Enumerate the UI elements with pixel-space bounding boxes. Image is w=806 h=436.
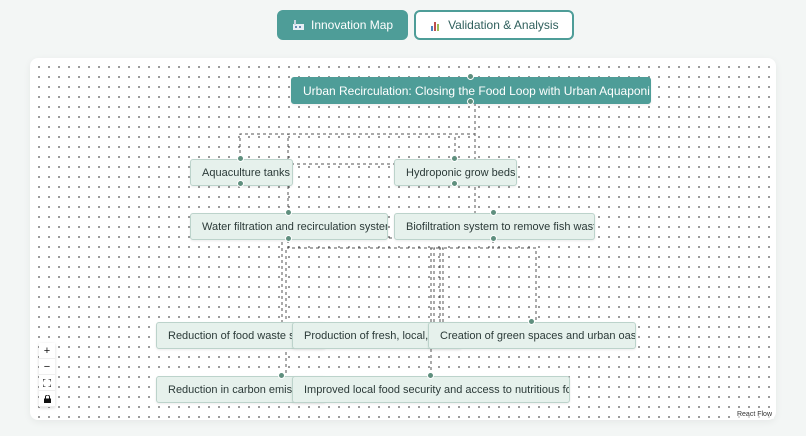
flow-controls: + −	[39, 343, 55, 407]
edge	[287, 240, 432, 378]
lock-icon	[43, 394, 51, 403]
tab-label: Validation & Analysis	[448, 18, 559, 32]
node-label: Production of fresh, local, and sustaina…	[304, 329, 461, 342]
edge	[454, 103, 476, 159]
node-handle-source[interactable]	[237, 180, 244, 187]
node-biofiltration[interactable]: Biofiltration system to remove fish wast…	[394, 213, 595, 240]
node-green-spaces[interactable]: Creation of green spaces and urban oases	[428, 322, 636, 349]
zoom-in-button[interactable]: +	[39, 343, 55, 359]
node-label: Hydroponic grow beds	[406, 166, 516, 179]
node-handle-target[interactable]	[285, 209, 292, 216]
edge	[239, 103, 476, 159]
node-label: Aquaculture tanks	[202, 166, 291, 179]
tab-innovation-map[interactable]: Innovation Map	[277, 10, 409, 40]
lock-button[interactable]	[39, 391, 55, 407]
node-handle-source[interactable]	[285, 235, 292, 242]
node-handle-target[interactable]	[528, 318, 535, 325]
edge	[439, 240, 494, 322]
node-handle-target[interactable]	[427, 372, 434, 379]
edge	[287, 103, 476, 213]
node-handle-source[interactable]	[451, 180, 458, 187]
node-food-security[interactable]: Improved local food security and access …	[292, 376, 570, 403]
view-tabs: Innovation Map Validation & Analysis	[277, 10, 574, 40]
fit-view-icon	[43, 378, 51, 387]
node-label: Urban Recirculation: Closing the Food Lo…	[303, 83, 651, 98]
node-label: Creation of green spaces and urban oases	[440, 329, 636, 342]
factory-icon	[292, 19, 304, 31]
node-handle-source[interactable]	[467, 98, 474, 105]
edge	[492, 240, 537, 322]
tab-validation-analysis[interactable]: Validation & Analysis	[414, 10, 574, 40]
react-flow-attribution[interactable]: React Flow	[734, 410, 774, 419]
zoom-out-button[interactable]: −	[39, 359, 55, 375]
node-handle-target[interactable]	[278, 372, 285, 379]
node-handle-source[interactable]	[490, 235, 497, 242]
bar-chart-icon	[429, 19, 441, 31]
edge	[287, 240, 444, 322]
node-label: Reduction of food waste sent to landfill…	[168, 329, 325, 342]
node-label: Water filtration and recirculation syste…	[202, 220, 388, 233]
node-handle-target[interactable]	[237, 155, 244, 162]
fit-view-button[interactable]	[39, 375, 55, 391]
node-handle-target[interactable]	[451, 155, 458, 162]
node-label: Improved local food security and access …	[304, 383, 570, 396]
tab-label: Innovation Map	[311, 18, 394, 32]
node-handle-target[interactable]	[467, 73, 474, 80]
edge	[433, 240, 494, 322]
edge	[285, 240, 289, 378]
node-label: Reduction in carbon emissions from food …	[168, 383, 325, 396]
node-water-filtration[interactable]: Water filtration and recirculation syste…	[190, 213, 388, 240]
node-label: Biofiltration system to remove fish wast…	[406, 220, 595, 233]
node-handle-target[interactable]	[490, 209, 497, 216]
flow-canvas[interactable]: Urban Recirculation: Closing the Food Lo…	[30, 58, 776, 420]
